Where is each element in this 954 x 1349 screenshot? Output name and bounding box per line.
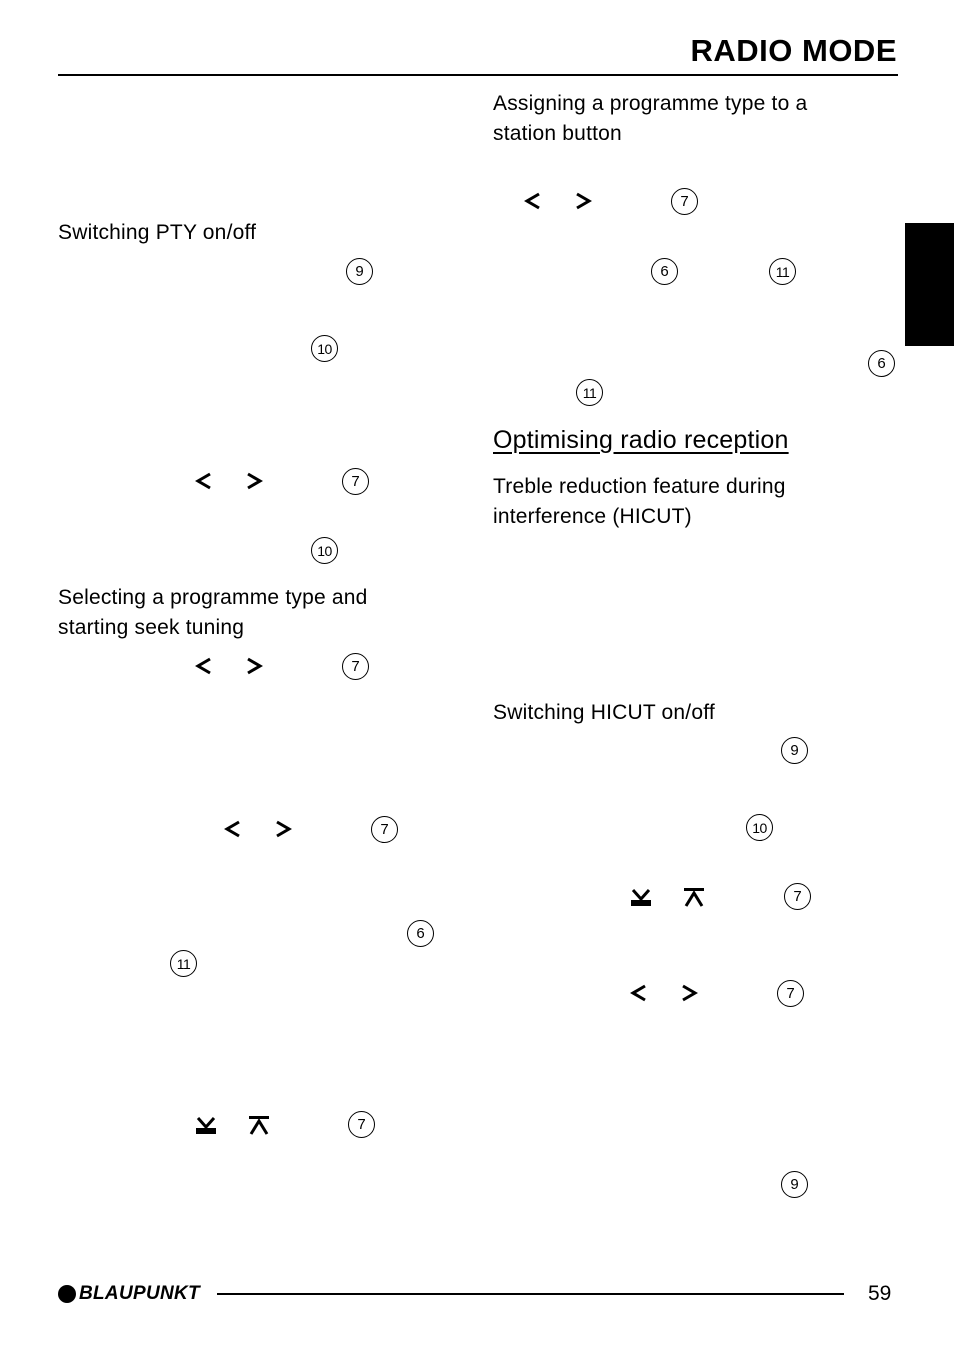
callout-number: 10 — [746, 814, 773, 841]
callout-number: 10 — [311, 537, 338, 564]
page-number: 59 — [868, 1282, 892, 1305]
heading-treble-line2: interference (HICUT) — [493, 505, 692, 528]
callout-number: 6 — [868, 350, 895, 377]
left-arrow-icon — [522, 191, 544, 211]
heading-assign-pty-line1: Assigning a programme type to a — [493, 92, 808, 115]
heading-selecting-pty: Selecting a programme type and starting … — [58, 583, 368, 643]
callout-number: 9 — [781, 1171, 808, 1198]
bottom-rule — [217, 1293, 844, 1295]
callout-number: 7 — [348, 1111, 375, 1138]
down-button-icon — [630, 887, 652, 907]
callout-number: 7 — [671, 188, 698, 215]
left-arrow-icon — [193, 656, 215, 676]
page-title: RADIO MODE — [690, 33, 897, 68]
callout-number: 11 — [576, 379, 603, 406]
callout-number: 9 — [346, 258, 373, 285]
callout-number: 11 — [170, 950, 197, 977]
right-arrow-icon — [572, 191, 594, 211]
top-rule — [58, 74, 898, 76]
heading-treble-line1: Treble reduction feature during — [493, 475, 786, 498]
down-button-icon — [195, 1115, 217, 1135]
callout-number: 7 — [371, 816, 398, 843]
heading-assign-pty-line2: station button — [493, 122, 622, 145]
callout-number: 7 — [784, 883, 811, 910]
right-arrow-icon — [243, 656, 265, 676]
right-arrow-icon — [678, 983, 700, 1003]
heading-selecting-line2: starting seek tuning — [58, 616, 245, 639]
left-arrow-icon — [222, 819, 244, 839]
up-button-icon — [683, 887, 705, 907]
up-button-icon — [248, 1115, 270, 1135]
heading-optimising-reception: Optimising radio reception — [493, 426, 789, 454]
left-arrow-icon — [193, 471, 215, 491]
right-arrow-icon — [243, 471, 265, 491]
callout-number: 10 — [311, 335, 338, 362]
brand-logo: BLAUPUNKT — [58, 1282, 200, 1306]
right-arrow-icon — [272, 819, 294, 839]
callout-number: 9 — [781, 737, 808, 764]
heading-selecting-line1: Selecting a programme type and — [58, 586, 368, 609]
side-tab — [905, 223, 954, 346]
heading-switching-pty: Switching PTY on/off — [58, 221, 257, 244]
left-arrow-icon — [628, 983, 650, 1003]
callout-number: 6 — [651, 258, 678, 285]
heading-assign-pty: Assigning a programme type to a station … — [493, 89, 807, 149]
callout-number: 7 — [777, 980, 804, 1007]
heading-treble-reduction: Treble reduction feature during interfer… — [493, 472, 786, 532]
callout-number: 7 — [342, 468, 369, 495]
callout-number: 7 — [342, 653, 369, 680]
callout-number: 6 — [407, 920, 434, 947]
callout-number: 11 — [769, 258, 796, 285]
logo-dot-icon — [58, 1285, 76, 1303]
heading-switching-hicut: Switching HICUT on/off — [493, 701, 715, 724]
brand-name: BLAUPUNKT — [79, 1283, 200, 1304]
